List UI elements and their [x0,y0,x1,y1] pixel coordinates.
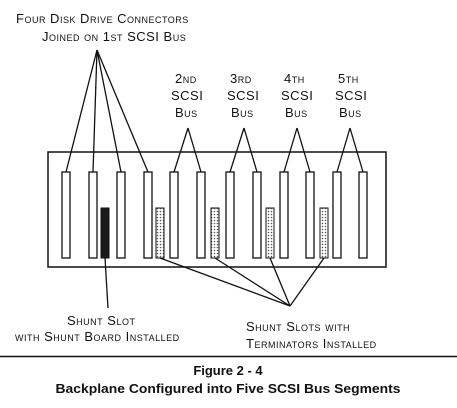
drive-connector-4 [143,171,153,259]
bus-5-bus: Bus [339,105,362,120]
shunt-board-slot [100,207,110,259]
drive-connector-11 [332,171,342,259]
leader-lines [65,49,364,309]
figure-number: Figure 2 - 4 [193,363,263,378]
bus-2-scsi: SCSI [171,88,203,103]
drive-connector-5 [169,171,179,259]
bus-label-4: 4th SCSI Bus [281,71,313,120]
bus-2-bus: Bus [175,105,198,120]
drive-connector-6 [196,171,206,259]
bus-3-bus: Bus [231,105,254,120]
bus-3-ordinal: 3rd [230,71,252,86]
drive-connector-12 [358,171,368,259]
bus-label-5: 5th SCSI Bus [335,71,367,120]
terminator-slot-4 [319,207,329,259]
bus-4-ordinal: 4th [284,71,305,86]
drive-connector-1 [61,171,71,259]
bus-5-ordinal: 5th [338,71,359,86]
bus-label-3: 3rd SCSI Bus [227,71,259,120]
figure-title: Backplane Configured into Five SCSI Bus … [56,381,401,396]
bus-4-scsi: SCSI [281,88,313,103]
bus-5-scsi: SCSI [335,88,367,103]
bus-3-scsi: SCSI [227,88,259,103]
terminators-label-line2: Terminators Installed [246,336,377,351]
drive-connector-9 [279,171,289,259]
four-disk-label-line1: Four Disk Drive Connectors [16,11,189,26]
shunt-slot-label-line1: Shunt Slot [67,313,135,328]
drive-connector-8 [252,171,262,259]
terminator-slot-1 [155,207,165,259]
drive-connector-3 [116,171,126,259]
bus-4-bus: Bus [285,105,308,120]
drive-connectors [61,171,368,259]
four-disk-label-line2: Joined on 1st SCSI Bus [42,29,186,44]
terminator-slot-3 [265,207,275,259]
bus-2-ordinal: 2nd [175,71,197,86]
drive-connector-7 [225,171,235,259]
shunt-slot-label-line2: with Shunt Board Installed [15,329,180,344]
terminator-slot-2 [210,207,220,259]
drive-connector-2 [88,171,98,259]
drive-connector-10 [305,171,315,259]
terminator-slots [155,207,329,259]
bus-label-2: 2nd SCSI Bus [171,71,203,120]
terminators-label-line1: Shunt Slots with [246,319,350,334]
